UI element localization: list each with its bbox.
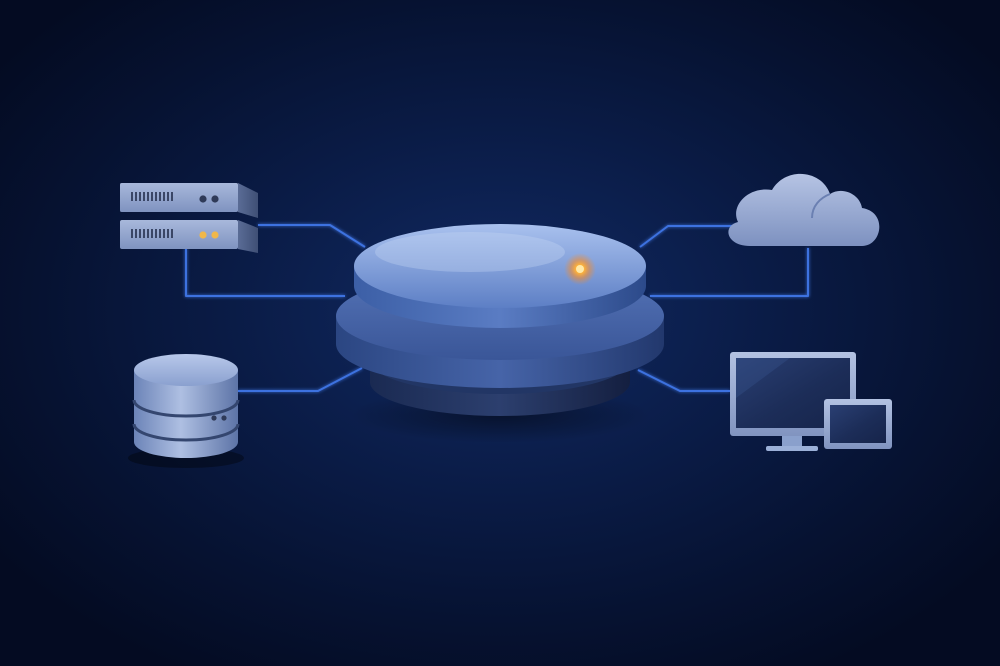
database-hub-icon — [336, 224, 664, 443]
connector-lines — [185, 224, 809, 392]
connector-database — [238, 367, 363, 392]
cloud-icon — [728, 173, 880, 246]
connector-server-bottom — [185, 248, 345, 297]
database-cylinder-icon — [128, 354, 244, 468]
connector-devices — [637, 369, 730, 392]
server-led — [199, 231, 207, 239]
monitor-and-tablet-icon — [730, 352, 892, 451]
connector-cloud-top — [639, 225, 738, 248]
connector-cloud-bottom — [650, 248, 809, 297]
rack-server-icon — [120, 183, 258, 253]
server-led — [211, 231, 219, 239]
server-led — [211, 195, 219, 203]
server-led — [199, 195, 207, 203]
connector-server-top — [258, 224, 366, 248]
